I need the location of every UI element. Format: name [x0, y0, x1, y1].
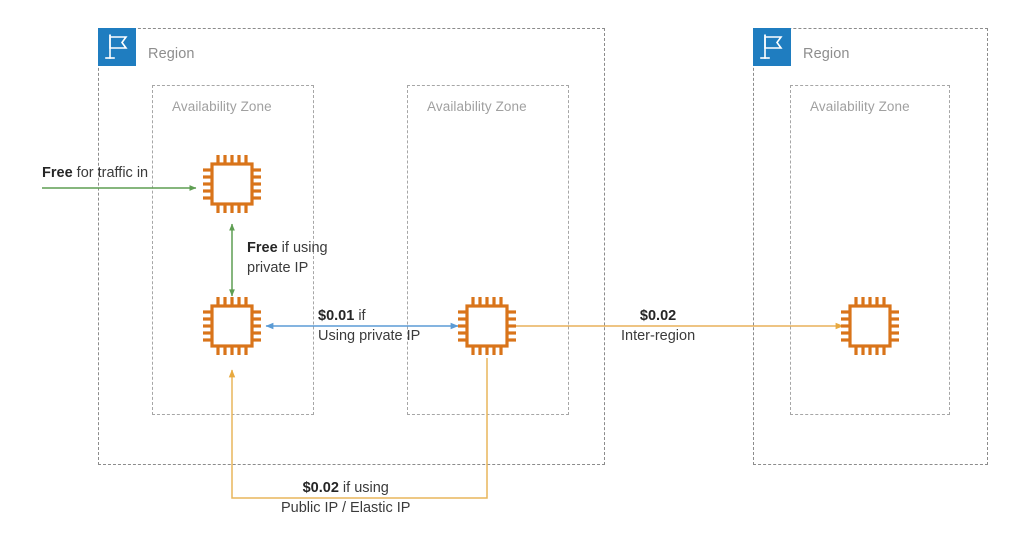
- region-label-left: Region: [148, 46, 195, 62]
- az-label-1: Availability Zone: [172, 99, 272, 114]
- edge-text-intra-az: if using: [277, 240, 328, 256]
- edge-text2-inter-region: Inter-region: [621, 328, 696, 344]
- flag-icon: [760, 34, 783, 59]
- edge-label-inter-region: $0.02 Inter-region: [621, 306, 695, 346]
- edge-text-cross-az: if: [354, 308, 366, 324]
- edge-text2-public-ip: Public IP / Elastic IP: [281, 500, 411, 516]
- edge-price-public-ip: $0.02: [302, 480, 339, 496]
- instance-az1-bottom[interactable]: [200, 294, 264, 358]
- flag-icon: [105, 34, 128, 59]
- edge-label-public-ip: $0.02 if using Public IP / Elastic IP: [281, 478, 410, 518]
- az-box-2: [407, 85, 569, 415]
- az-box-3: [790, 85, 950, 415]
- edge-text2-cross-az: Using private IP: [318, 328, 421, 344]
- cpu-icon: [841, 297, 899, 355]
- edge-price-cross-az: $0.01: [318, 308, 355, 324]
- region-badge-right: [753, 28, 791, 66]
- edge-text2-intra-az: private IP: [247, 260, 309, 276]
- az-label-3: Availability Zone: [810, 99, 910, 114]
- cpu-icon: [203, 155, 261, 213]
- region-box-right: [753, 28, 988, 465]
- edge-label-traffic-in: Free for traffic in: [42, 163, 148, 183]
- instance-az1-top[interactable]: [200, 152, 264, 216]
- edge-price-inter-region: $0.02: [639, 308, 677, 324]
- edge-price-traffic-in: Free: [42, 165, 73, 181]
- instance-az2[interactable]: [455, 294, 519, 358]
- instance-az3[interactable]: [838, 294, 902, 358]
- edge-price-intra-az: Free: [247, 240, 278, 256]
- cpu-icon: [203, 297, 261, 355]
- edge-text-traffic-in: for traffic in: [72, 165, 149, 181]
- region-badge-left: [98, 28, 136, 66]
- region-box-left: [98, 28, 605, 465]
- edge-text-public-ip: if using: [338, 480, 389, 496]
- cpu-icon: [458, 297, 516, 355]
- az-label-2: Availability Zone: [427, 99, 527, 114]
- connector-public-ip: [228, 358, 488, 499]
- az-box-1: [152, 85, 314, 415]
- edge-label-intra-az: Free if using private IP: [247, 238, 328, 278]
- edge-label-cross-az: $0.01 if Using private IP: [318, 306, 420, 346]
- region-label-right: Region: [803, 46, 850, 62]
